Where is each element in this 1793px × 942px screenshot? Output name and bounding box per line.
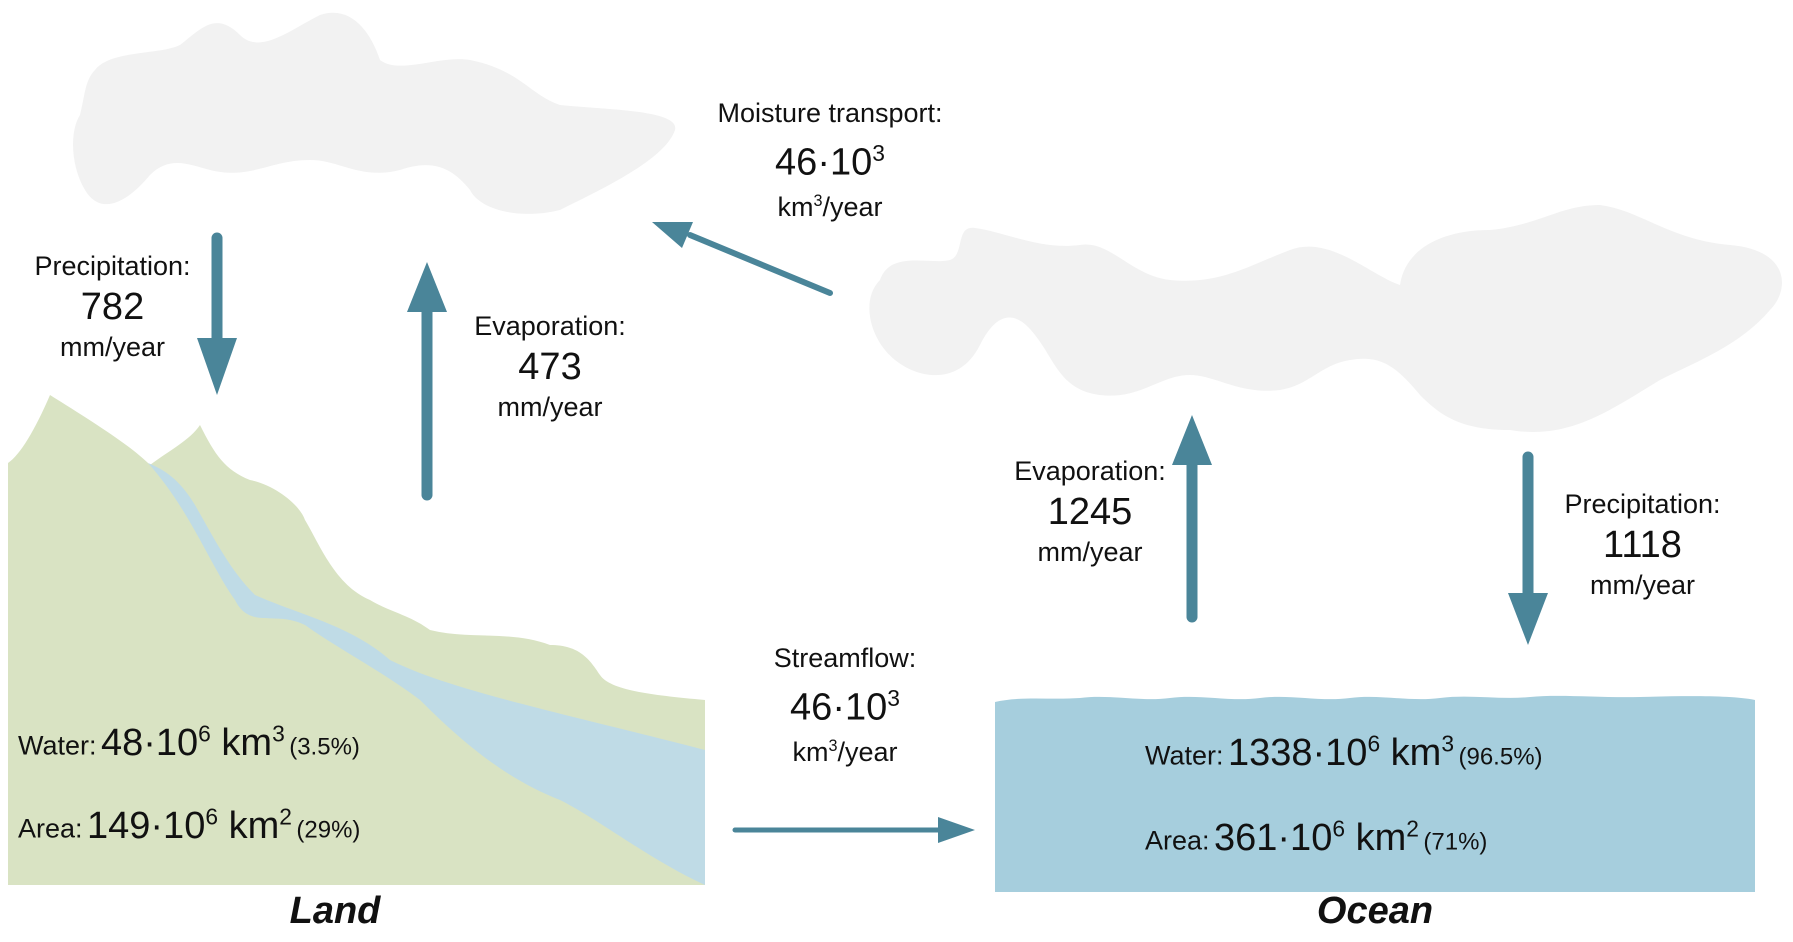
moisture-transport-label: Moisture transport: 46·103 km3/year	[690, 97, 970, 225]
ocean-water-stat: Water: 1338·106 km3 (96.5%)	[1145, 730, 1543, 775]
ocean-water-key: Water:	[1145, 740, 1224, 771]
ocean-precipitation-caption: Precipitation:	[1564, 489, 1721, 519]
ocean-cloud	[869, 205, 1782, 432]
land-precipitation-label: Precipitation: 782 mm/year	[10, 250, 215, 365]
ocean-evaporation-unit: mm/year	[1037, 537, 1143, 568]
moisture-transport-unit: km3/year	[777, 191, 883, 222]
land-precipitation-unit: mm/year	[59, 332, 165, 363]
land-water-stat: Water: 48·106 km3 (3.5%)	[18, 720, 360, 765]
land-area-key: Area:	[18, 813, 83, 844]
land-title: Land	[289, 890, 381, 932]
land-water-key: Water:	[18, 730, 97, 761]
ocean-precipitation-label: Precipitation: 1118 mm/year	[1540, 488, 1745, 603]
ocean-title: Ocean	[1316, 890, 1434, 932]
ocean-evaporation-caption: Evaporation:	[1014, 456, 1166, 486]
ocean-area-value: 361·106 km2	[1214, 815, 1419, 859]
streamflow-unit: km3/year	[792, 736, 898, 767]
moisture-transport-arrow	[652, 222, 833, 296]
land-evaporation-value: 473	[518, 345, 582, 388]
ocean-body	[995, 695, 1755, 892]
moisture-transport-caption: Moisture transport:	[717, 98, 943, 128]
ocean-evaporation-arrow	[1172, 415, 1212, 623]
land-evaporation-label: Evaporation: 473 mm/year	[450, 310, 650, 425]
land-precipitation-caption: Precipitation:	[34, 251, 191, 281]
land-evaporation-caption: Evaporation:	[474, 311, 626, 341]
land-water-value: 48·106 km3	[100, 720, 285, 764]
ocean-area-key: Area:	[1145, 825, 1210, 856]
land-precipitation-value: 782	[80, 285, 145, 328]
land-cloud	[73, 12, 676, 214]
ocean-area-stat: Area: 361·106 km2 (71%)	[1145, 815, 1487, 860]
moisture-transport-value: 46·103	[775, 139, 885, 184]
land-area-pct: (29%)	[296, 816, 361, 844]
ocean-evaporation-label: Evaporation: 1245 mm/year	[990, 455, 1190, 570]
land-area-stat: Area: 149·106 km2 (29%)	[18, 803, 360, 848]
ocean-precipitation-unit: mm/year	[1589, 570, 1695, 601]
land-precipitation-arrow	[197, 232, 237, 395]
land-water-pct: (3.5%)	[289, 733, 360, 761]
land-evaporation-arrow	[407, 262, 447, 501]
ocean-evaporation-value: 1245	[1047, 490, 1133, 533]
streamflow-label: Streamflow: 46·103 km3/year	[730, 642, 960, 770]
ocean-precipitation-arrow	[1508, 451, 1548, 645]
streamflow-caption: Streamflow:	[773, 643, 917, 673]
ocean-water-value: 1338·106 km3	[1227, 730, 1455, 774]
ocean-water-pct: (96.5%)	[1458, 743, 1543, 771]
ocean-area-pct: (71%)	[1423, 828, 1488, 856]
streamflow-arrow	[732, 817, 975, 843]
streamflow-value: 46·103	[790, 684, 900, 729]
river	[148, 463, 705, 885]
ocean-precipitation-value: 1118	[1603, 523, 1682, 566]
land-evaporation-unit: mm/year	[497, 392, 603, 423]
land-area-value: 149·106 km2	[87, 803, 292, 847]
